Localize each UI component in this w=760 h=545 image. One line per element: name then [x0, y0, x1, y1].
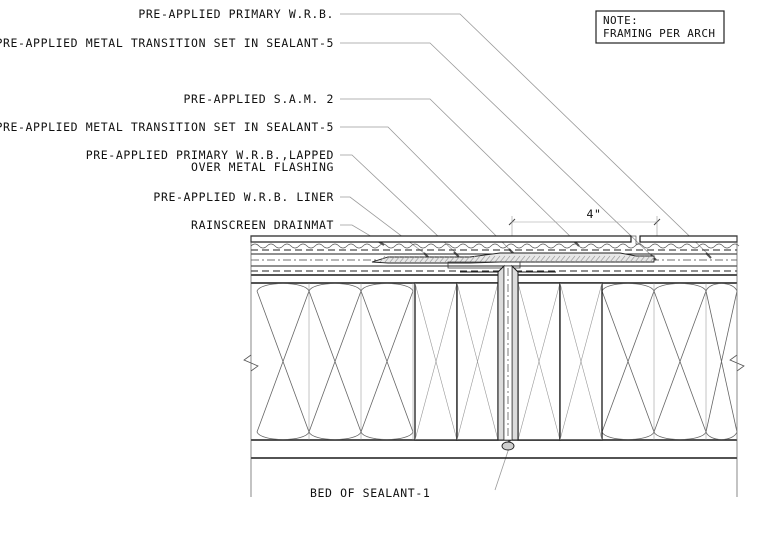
callout-primary-wrb: PRE-APPLIED PRIMARY W.R.B.	[138, 7, 334, 21]
dimension-4in: 4"	[508, 207, 661, 237]
callout-wrb-liner: PRE-APPLIED W.R.B. LINER	[153, 190, 334, 204]
batt-loop	[705, 283, 738, 440]
callout-metal-transition-2: PRE-APPLIED METAL TRANSITION SET IN SEAL…	[0, 120, 334, 134]
cladding-panels	[250, 235, 738, 245]
batt-loop	[256, 283, 310, 440]
leader-lines	[340, 13, 711, 491]
callout-sealant-bed: BED OF SEALANT-1	[310, 486, 430, 500]
callout-metal-transition-1: PRE-APPLIED METAL TRANSITION SET IN SEAL…	[0, 36, 334, 50]
note-title: NOTE:	[603, 14, 638, 27]
note-text: FRAMING PER ARCH	[603, 27, 715, 40]
callout-sam2: PRE-APPLIED S.A.M. 2	[184, 92, 334, 106]
batt-loop	[653, 283, 707, 440]
rainscreen-drainmat	[250, 243, 740, 249]
callout-labels: PRE-APPLIED PRIMARY W.R.B. PRE-APPLIED M…	[0, 7, 430, 500]
panel-joint	[460, 264, 556, 451]
callout-primary-wrb-lapped-line2: OVER METAL FLASHING	[191, 160, 334, 174]
sealant-bed-bead	[501, 441, 515, 451]
note-box: NOTE: FRAMING PER ARCH	[595, 10, 725, 44]
callout-drainmat: RAINSCREEN DRAINMAT	[191, 218, 334, 232]
batt-loop	[360, 283, 414, 440]
dimension-value: 4"	[586, 207, 601, 221]
batt-insulation-left	[256, 283, 414, 440]
batt-loop	[601, 283, 655, 440]
batt-insulation-right	[601, 283, 738, 440]
callout-primary-wrb-lapped-line1: PRE-APPLIED PRIMARY W.R.B.,LAPPED	[86, 148, 334, 162]
batt-loop	[308, 283, 362, 440]
metal-transition-flashing	[371, 252, 656, 269]
framing-studs	[414, 282, 603, 441]
